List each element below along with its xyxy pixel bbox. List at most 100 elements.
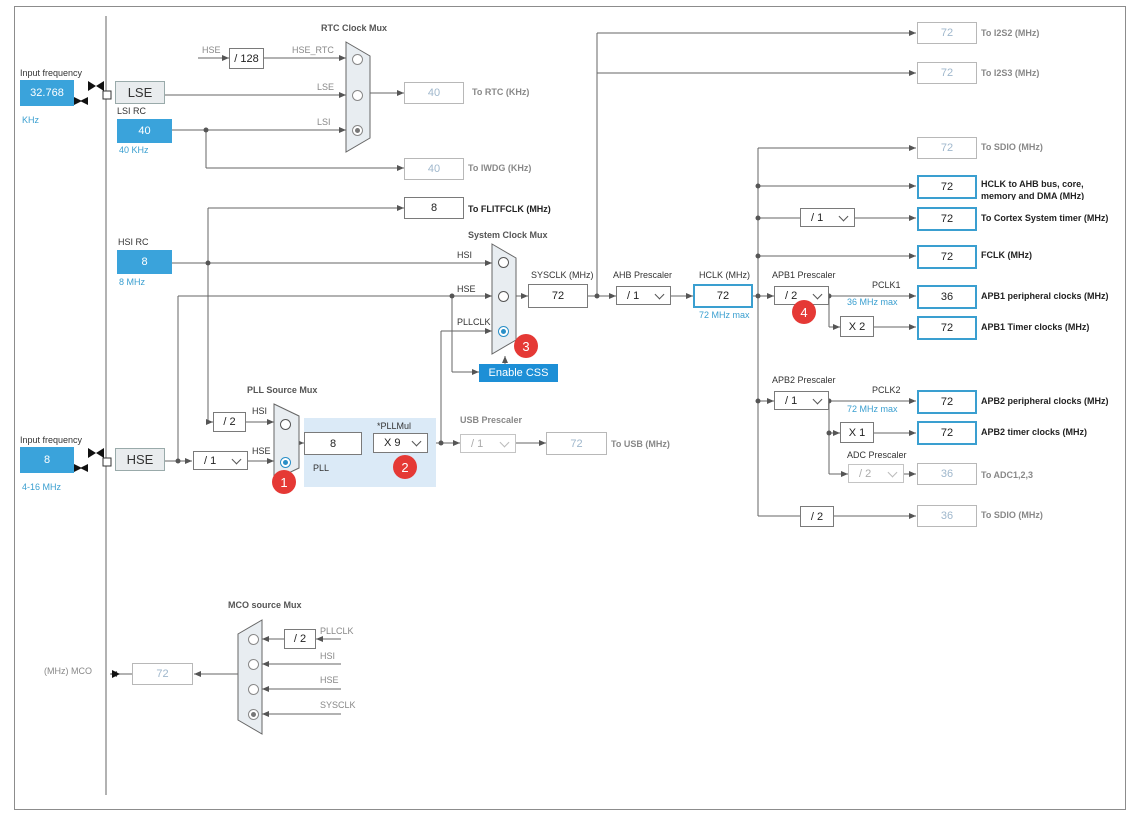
hse-rtc-label: HSE_RTC (292, 45, 334, 55)
lse-block: LSE (115, 81, 165, 104)
apb2-timer-output-label: APB2 timer clocks (MHz) (981, 427, 1088, 437)
rtc-lsi-label: LSI (317, 117, 331, 127)
hclk-label: HCLK (MHz) (699, 270, 750, 280)
fclk-output-label: FCLK (MHz) (981, 250, 1032, 260)
sys-mux-hsi-label: HSI (457, 250, 473, 260)
rtc-mux-title: RTC Clock Mux (321, 23, 388, 33)
apb2-prescaler-label: APB2 Prescaler (772, 375, 836, 385)
pclk2-label: PCLK2 (872, 385, 901, 395)
ahb-prescaler-select[interactable]: / 1 (616, 286, 671, 305)
pll-input-value: 8 (304, 432, 362, 455)
enable-css-button[interactable]: Enable CSS (479, 364, 558, 382)
mco-radio-hse[interactable] (248, 684, 259, 695)
apb1-timer-multiplier: X 2 (840, 316, 874, 337)
sys-mux-pllclk-label: PLLCLK (457, 317, 491, 327)
pll-hsi-divider: / 2 (213, 412, 246, 432)
sysclk-label: SYSCLK (MHz) (531, 270, 594, 280)
sdio2-output-label: To SDIO (MHz) (981, 510, 1043, 520)
hclk-value[interactable]: 72 (693, 284, 753, 308)
badge-2: 2 (393, 455, 417, 479)
pllmul-label: *PLLMul (377, 421, 412, 431)
sdio2-output-value: 36 (917, 505, 977, 527)
apb1-timer-output-value[interactable]: 72 (917, 316, 977, 340)
rtc-radio-lse[interactable] (352, 90, 363, 101)
lsi-value: 40 (117, 119, 172, 143)
lse-unit: KHz (22, 115, 40, 125)
sys-radio-pllclk[interactable] (498, 326, 509, 337)
usb-output-value: 72 (546, 432, 607, 455)
apb2-timer-output-value[interactable]: 72 (917, 421, 977, 445)
hse-input-frequency[interactable]: 8 (20, 447, 74, 473)
chevron-down-icon (838, 211, 849, 221)
mco-sysclk-label: SYSCLK (320, 700, 356, 710)
badge-3: 3 (514, 334, 538, 358)
badge-1: 1 (272, 470, 296, 494)
hse-block: HSE (115, 448, 165, 471)
lse-input-label: Input frequency (20, 68, 83, 78)
system-mux-title: System Clock Mux (468, 230, 548, 240)
pll-source-mux-shape (273, 403, 300, 481)
fclk-output-value[interactable]: 72 (917, 245, 977, 269)
chevron-down-icon (231, 454, 242, 464)
apb1-peripheral-output-value[interactable]: 36 (917, 285, 977, 309)
sys-radio-hsi[interactable] (498, 257, 509, 268)
chevron-down-icon (654, 289, 665, 299)
pllmul-select[interactable]: X 9 (373, 433, 428, 453)
apb2-prescaler-select[interactable]: / 1 (774, 391, 829, 410)
sysclk-value[interactable]: 72 (528, 284, 588, 308)
mco-radio-pllclk[interactable] (248, 634, 259, 645)
mco-radio-hsi[interactable] (248, 659, 259, 670)
mco-hse-label: HSE (320, 675, 339, 685)
lsi-unit: 40 KHz (119, 145, 149, 155)
hse-input-label: Input frequency (20, 435, 83, 445)
pclk1-max: 36 MHz max (847, 297, 898, 307)
hse-rtc-divider: / 128 (229, 48, 264, 69)
ahb-prescaler-label: AHB Prescaler (613, 270, 673, 280)
rtc-hse-label: HSE (202, 45, 221, 55)
sdio2-divider: / 2 (800, 506, 834, 527)
mco-pll-divider: / 2 (284, 629, 316, 649)
hsi-value: 8 (117, 250, 172, 274)
hse-prediv-select[interactable]: / 1 (193, 451, 248, 470)
lse-input-frequency[interactable]: 32.768 (20, 80, 74, 106)
cortex-divider-select[interactable]: / 1 (800, 208, 855, 227)
hclk-ahb-label-clip: memory and DMA (MHz) (981, 190, 1101, 200)
apb2-peripheral-output-value[interactable]: 72 (917, 390, 977, 414)
apb1-prescaler-label: APB1 Prescaler (772, 270, 836, 280)
flitfclk-output-value: 8 (404, 197, 464, 219)
hclk-max: 72 MHz max (699, 310, 750, 320)
i2s3-output-value: 72 (917, 62, 977, 84)
pclk2-max: 72 MHz max (847, 404, 898, 414)
pll-source-mux-title: PLL Source Mux (247, 385, 318, 395)
pll-radio-hsi[interactable] (280, 419, 291, 430)
mco-output-value: 72 (132, 663, 193, 685)
sdio1-output-value: 72 (917, 137, 977, 159)
sys-radio-hse[interactable] (498, 291, 509, 302)
mco-radio-sysclk[interactable] (248, 709, 259, 720)
mco-pllclk-label: PLLCLK (320, 626, 354, 636)
apb2-timer-multiplier: X 1 (840, 422, 874, 443)
pclk1-label: PCLK1 (872, 280, 901, 290)
usb-output-label: To USB (MHz) (611, 439, 670, 449)
hsi-label: HSI RC (118, 237, 149, 247)
apb2-peripheral-output-label: APB2 peripheral clocks (MHz) (981, 396, 1109, 406)
usb-prescaler-select[interactable]: / 1 (460, 434, 516, 453)
i2s2-output-label: To I2S2 (MHz) (981, 28, 1040, 38)
rtc-radio-hse[interactable] (352, 54, 363, 65)
chevron-down-icon (812, 289, 823, 299)
flitfclk-output-label: To FLITFCLK (MHz) (468, 204, 551, 214)
rtc-radio-lsi[interactable] (352, 125, 363, 136)
pll-mux-hse-label: HSE (252, 446, 271, 456)
cortex-output-value[interactable]: 72 (917, 207, 977, 231)
hclk-ahb-output-value[interactable]: 72 (917, 175, 977, 199)
hclk-ahb-output-label: HCLK to AHB bus, core, (981, 179, 1084, 189)
apb1-peripheral-output-label: APB1 peripheral clocks (MHz) (981, 291, 1109, 301)
pll-radio-hse[interactable] (280, 457, 291, 468)
iwdg-output-value: 40 (404, 158, 464, 180)
i2s2-output-value: 72 (917, 22, 977, 44)
cortex-output-label: To Cortex System timer (MHz) (981, 213, 1109, 223)
hsi-unit: 8 MHz (119, 277, 146, 287)
adc-prescaler-select[interactable]: / 2 (848, 464, 904, 483)
iwdg-output-label: To IWDG (KHz) (468, 163, 532, 173)
adc-prescaler-label: ADC Prescaler (847, 450, 907, 460)
